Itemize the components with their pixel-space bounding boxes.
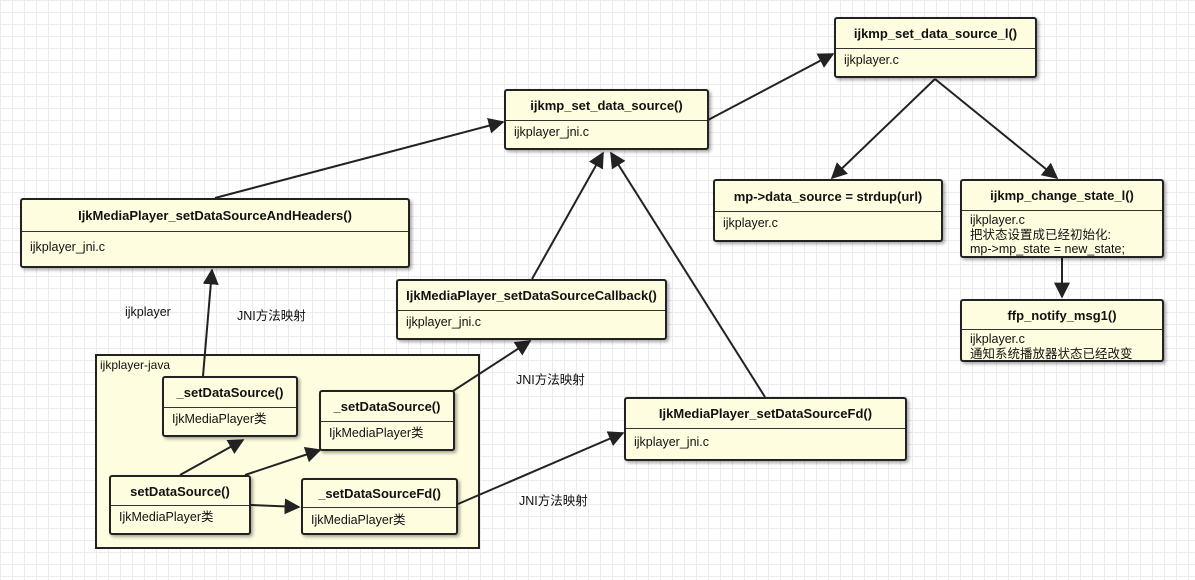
- label-jni-map-1: JNI方法映射: [237, 309, 306, 323]
- node-title: setDataSource(): [111, 477, 249, 506]
- node-line: ijkplayer.c: [723, 216, 778, 230]
- node-line: ijkplayer.c: [844, 53, 899, 67]
- label-jni-map-3: JNI方法映射: [519, 494, 588, 508]
- node-line: ijkplayer_jni.c: [634, 435, 710, 449]
- label-jni-map-2: JNI方法映射: [516, 373, 585, 387]
- node-line: IjkMediaPlayer类: [172, 412, 267, 426]
- node-java-set-data-source-2[interactable]: _setDataSource() IjkMediaPlayer类: [319, 390, 455, 451]
- node-jni-set-data-source-and-headers[interactable]: IjkMediaPlayer_setDataSourceAndHeaders()…: [20, 198, 410, 268]
- package-title: ijkplayer-java: [100, 358, 171, 372]
- node-body: IjkMediaPlayer类: [303, 508, 456, 532]
- node-java-set-data-source-1[interactable]: _setDataSource() IjkMediaPlayer类: [162, 376, 298, 437]
- node-line: 通知系统播放器状态已经改变: [970, 346, 1133, 361]
- arrow-set-data-source-to-l: [707, 53, 835, 121]
- node-title: ijkmp_set_data_source_l(): [836, 19, 1035, 49]
- node-title: IjkMediaPlayer_setDataSourceFd(): [626, 399, 905, 429]
- label-ijkplayer: ijkplayer: [125, 305, 171, 319]
- node-jni-set-data-source-callback[interactable]: IjkMediaPlayer_setDataSourceCallback() i…: [396, 279, 667, 340]
- node-title: ijkmp_change_state_l(): [962, 181, 1162, 211]
- node-body: IjkMediaPlayer类: [164, 408, 296, 431]
- node-body: ijkplayer_jni.c: [398, 311, 665, 334]
- node-body: ijkplayer.c 把状态设置成已经初始化: mp->mp_state = …: [962, 211, 1162, 259]
- node-ijkmp-set-data-source-l[interactable]: ijkmp_set_data_source_l() ijkplayer.c: [834, 17, 1037, 78]
- node-title: _setDataSourceFd(): [303, 480, 456, 508]
- node-line: ijkplayer_jni.c: [514, 125, 590, 139]
- arrow-main-to-setds2: [244, 446, 322, 476]
- node-change-state[interactable]: ijkmp_change_state_l() ijkplayer.c 把状态设置…: [960, 179, 1164, 258]
- node-body: ijkplayer_jni.c: [22, 232, 408, 259]
- arrow-headers-to-set-data-source: [214, 117, 505, 199]
- node-body: IjkMediaPlayer类: [111, 506, 249, 529]
- arrow-l-to-change-state: [934, 78, 1059, 180]
- node-line: ijkplayer.c: [970, 213, 1025, 227]
- arrow-java-setds1-to-headers: [202, 268, 219, 377]
- node-line: IjkMediaPlayer类: [311, 513, 406, 527]
- node-title: ijkmp_set_data_source(): [506, 91, 707, 121]
- node-body: IjkMediaPlayer类: [321, 422, 453, 445]
- node-ijkmp-set-data-source[interactable]: ijkmp_set_data_source() ijkplayer_jni.c: [504, 89, 709, 150]
- node-line: ijkplayer.c: [970, 332, 1025, 346]
- arrow-main-to-fd: [250, 498, 301, 515]
- arrow-main-to-setds1: [179, 439, 245, 476]
- arrow-java-setds2-to-callback: [452, 340, 532, 392]
- arrow-l-to-strdup: [830, 78, 936, 180]
- node-line: ijkplayer_jni.c: [30, 240, 106, 254]
- node-title: _setDataSource(): [164, 378, 296, 408]
- node-body: ijkplayer.c: [836, 49, 1035, 72]
- node-java-set-data-source-main[interactable]: setDataSource() IjkMediaPlayer类: [109, 475, 251, 535]
- node-body: ijkplayer.c: [715, 212, 941, 235]
- node-title: ffp_notify_msg1(): [962, 301, 1162, 330]
- node-strdup[interactable]: mp->data_source = strdup(url) ijkplayer.…: [713, 179, 943, 242]
- node-line: IjkMediaPlayer类: [329, 426, 424, 440]
- node-body: ijkplayer_jni.c: [506, 121, 707, 144]
- arrow-java-fd-to-jni-fd: [457, 431, 625, 505]
- node-java-set-data-source-fd[interactable]: _setDataSourceFd() IjkMediaPlayer类: [301, 478, 458, 535]
- node-jni-set-data-source-fd[interactable]: IjkMediaPlayer_setDataSourceFd() ijkplay…: [624, 397, 907, 461]
- node-line: IjkMediaPlayer类: [119, 510, 214, 524]
- node-ffp-notify-msg1[interactable]: ffp_notify_msg1() ijkplayer.c 通知系统播放器状态已…: [960, 299, 1164, 362]
- node-title: IjkMediaPlayer_setDataSourceCallback(): [398, 281, 665, 311]
- arrow-fd-to-set-data-source: [610, 151, 766, 398]
- node-title: IjkMediaPlayer_setDataSourceAndHeaders(): [22, 200, 408, 232]
- node-title: _setDataSource(): [321, 392, 453, 422]
- arrow-callback-to-set-data-source: [531, 151, 604, 280]
- node-title: mp->data_source = strdup(url): [715, 181, 941, 212]
- node-line: mp->mp_state = new_state;: [970, 242, 1125, 256]
- node-body: ijkplayer.c 通知系统播放器状态已经改变: [962, 330, 1162, 363]
- node-line: 把状态设置成已经初始化:: [970, 227, 1111, 242]
- node-body: ijkplayer_jni.c: [626, 429, 905, 454]
- node-line: ijkplayer_jni.c: [406, 315, 482, 329]
